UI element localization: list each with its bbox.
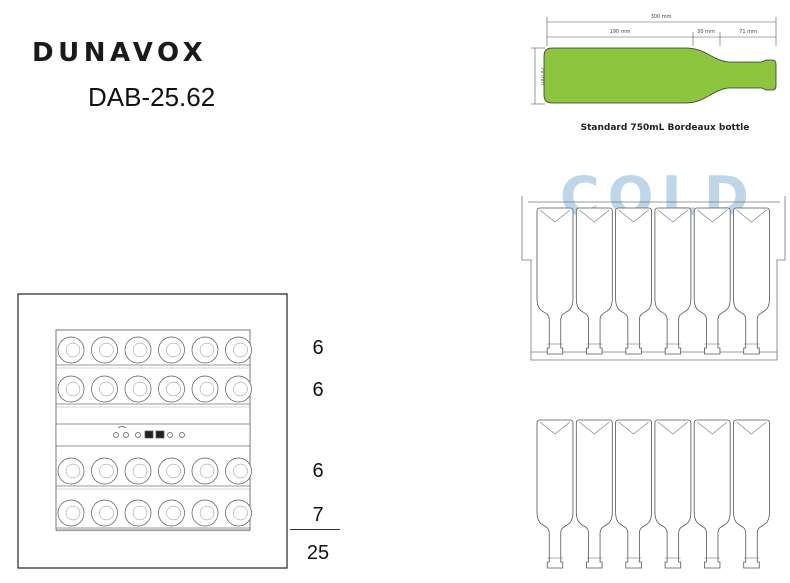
bottle-end bbox=[158, 336, 185, 364]
bottle-base-fold bbox=[618, 421, 649, 435]
bottle-outline bbox=[575, 207, 613, 355]
bottle-end-punt bbox=[132, 505, 148, 521]
bottle-end-punt bbox=[233, 505, 248, 521]
bottle-end-punt bbox=[199, 505, 215, 521]
bottle-end-punt bbox=[65, 505, 81, 521]
shelf-count-1: 6 bbox=[312, 337, 324, 359]
shelf-count-3: 6 bbox=[312, 460, 324, 482]
upper-bottle-row bbox=[536, 207, 770, 355]
bottle-base-fold bbox=[697, 209, 728, 223]
bottle-outline bbox=[693, 419, 731, 569]
bottle-shape bbox=[543, 47, 777, 104]
bottle-base-fold bbox=[618, 209, 649, 223]
control-buttons bbox=[113, 426, 185, 439]
total-divider bbox=[290, 529, 340, 530]
shelf-group bbox=[56, 336, 252, 532]
bottle-end-punt bbox=[233, 463, 248, 479]
bottle-base-fold bbox=[539, 209, 571, 223]
shelf-count-4: 7 bbox=[312, 504, 324, 526]
dim-neck: 71 mm bbox=[739, 29, 757, 35]
bottle-end-punt bbox=[65, 342, 81, 358]
bottle-end bbox=[91, 336, 118, 364]
bottle-base-fold bbox=[579, 421, 610, 435]
bottle-base-fold bbox=[579, 209, 610, 223]
bottle-base-fold bbox=[736, 209, 767, 223]
model-number: DAB-25.62 bbox=[88, 82, 216, 112]
bottle-end-punt bbox=[99, 463, 114, 479]
bottle-end bbox=[124, 457, 152, 485]
bottle-end-punt bbox=[65, 463, 81, 479]
bottle-end bbox=[124, 375, 152, 403]
bottle-end-punt bbox=[132, 342, 148, 358]
bottle-end-punt bbox=[166, 381, 181, 397]
bottle-end-punt bbox=[65, 381, 81, 397]
bottle-outline bbox=[693, 207, 731, 355]
bottle-end bbox=[57, 499, 85, 527]
bottle-end bbox=[57, 336, 85, 364]
bottle-end-punt bbox=[99, 505, 114, 521]
bottle-base-fold bbox=[657, 209, 689, 223]
dim-shoulder: 30 mm bbox=[697, 29, 715, 35]
bottle-base-fold bbox=[539, 421, 571, 435]
bottle-end-punt bbox=[99, 342, 114, 358]
bottle-end bbox=[158, 457, 185, 485]
bottle-end bbox=[225, 457, 252, 485]
lower-bottle-row bbox=[536, 419, 770, 569]
bottle-end bbox=[191, 336, 219, 364]
bottle-outline bbox=[615, 207, 652, 355]
bottle-end bbox=[91, 499, 118, 527]
bottle-end-punt bbox=[99, 381, 114, 397]
bottle-end-punt bbox=[199, 342, 215, 358]
bottle-outline bbox=[654, 207, 692, 355]
bottle-end-punt bbox=[132, 463, 148, 479]
bottle-caption: Standard 750mL Bordeaux bottle bbox=[580, 123, 750, 133]
bottle-end bbox=[124, 336, 152, 364]
bottle-end bbox=[57, 457, 85, 485]
bottle-outline bbox=[615, 419, 652, 569]
bottle-end-punt bbox=[199, 463, 215, 479]
bottle-outline bbox=[575, 419, 613, 569]
dim-total: 300 mm bbox=[651, 14, 672, 20]
bottle-end bbox=[91, 457, 118, 485]
bottle-outline bbox=[654, 419, 692, 569]
bottle-end bbox=[191, 375, 219, 403]
bottle-end bbox=[158, 375, 185, 403]
bottle-end bbox=[225, 499, 252, 527]
bottle-end-punt bbox=[233, 342, 248, 358]
bottle-end bbox=[191, 499, 219, 527]
bottle-outline bbox=[733, 419, 770, 569]
bottle-end-punt bbox=[166, 505, 181, 521]
brand-logo: DUNAVOX bbox=[32, 38, 208, 68]
upper-rack-frame bbox=[521, 196, 786, 361]
dim-height: 70 mm bbox=[539, 67, 545, 85]
dim-body: 190 mm bbox=[610, 29, 631, 35]
bottle-base-fold bbox=[736, 421, 767, 435]
bottle-end bbox=[124, 499, 152, 527]
bottle-end-punt bbox=[166, 463, 181, 479]
shelf-count-2: 6 bbox=[312, 379, 324, 401]
bottle-end-punt bbox=[233, 381, 248, 397]
bottle-outline bbox=[536, 419, 574, 569]
bottle-end bbox=[191, 457, 219, 485]
bottle-outline bbox=[536, 207, 574, 355]
bottle-base-fold bbox=[697, 421, 728, 435]
total-count: 25 bbox=[306, 542, 330, 564]
bottle-end-punt bbox=[199, 381, 215, 397]
bottle-end-punt bbox=[166, 342, 181, 358]
bottle-end bbox=[225, 375, 252, 403]
bottle-end bbox=[225, 336, 252, 364]
bottle-base-fold bbox=[657, 421, 689, 435]
bottle-end-punt bbox=[132, 381, 148, 397]
bottle-end bbox=[158, 499, 185, 527]
bottle-end bbox=[91, 375, 118, 403]
bottle-end bbox=[57, 375, 85, 403]
bottle-outline bbox=[733, 207, 770, 355]
